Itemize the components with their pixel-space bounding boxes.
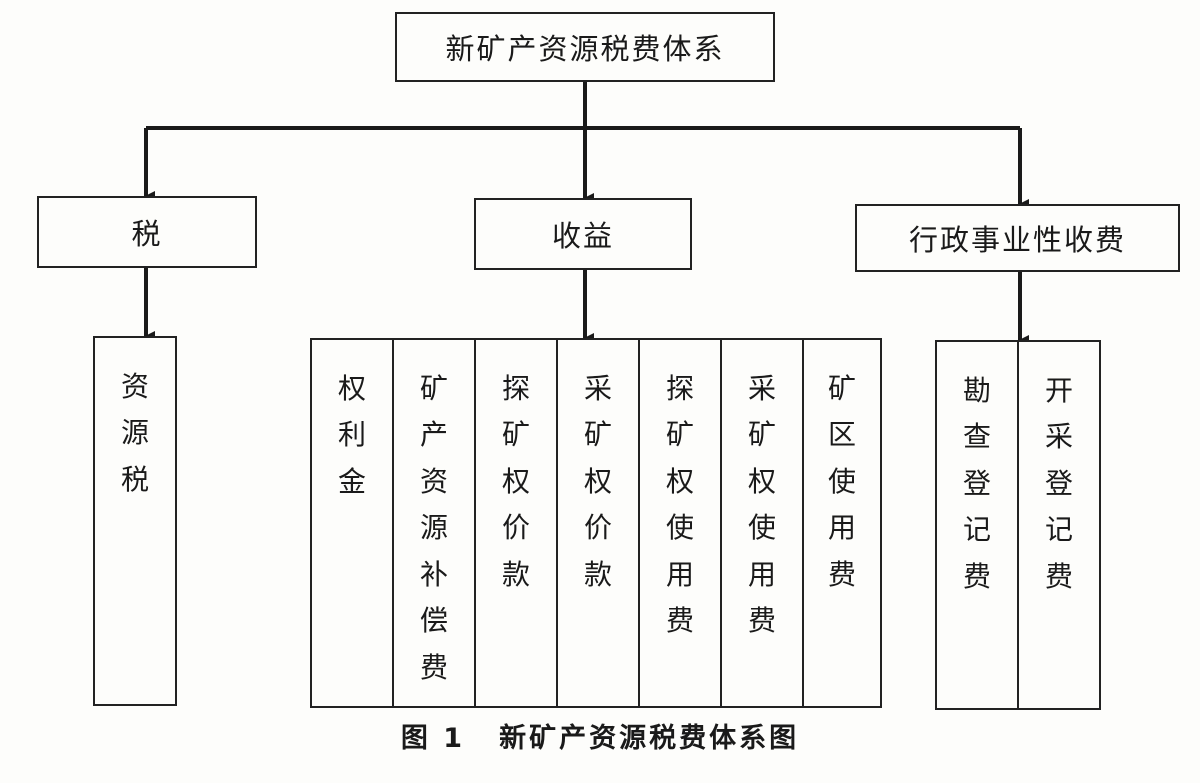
category-tax-label: 税 bbox=[131, 217, 163, 251]
leaf-revenue-item-5: 探矿权使用费 bbox=[638, 338, 722, 708]
leaf-revenue-item-3-label: 探矿权价款 bbox=[501, 372, 530, 591]
leaf-revenue-item-1-label: 权利金 bbox=[337, 372, 366, 498]
leaf-revenue-item-6-label: 采矿权使用费 bbox=[747, 372, 776, 638]
category-revenue: 收益 bbox=[474, 198, 692, 270]
leaf-revenue-item-2: 矿产资源补偿费 bbox=[392, 338, 476, 708]
category-admin-fees-label: 行政事业性收费 bbox=[908, 223, 1126, 257]
leaf-admin-fee-item-1: 勘查登记费 bbox=[935, 340, 1019, 710]
category-revenue-label: 收益 bbox=[551, 219, 614, 253]
leaf-admin-fee-item-2: 开采登记费 bbox=[1017, 340, 1101, 710]
leaf-revenue-item-2-label: 矿产资源补偿费 bbox=[419, 372, 448, 684]
leaf-admin-fee-item-2-label: 开采登记费 bbox=[1044, 374, 1073, 593]
figure-title: 新矿产资源税费体系图 bbox=[499, 723, 800, 754]
leaf-revenue-item-6: 采矿权使用费 bbox=[720, 338, 804, 708]
leaf-tax-item: 资源税 bbox=[93, 336, 177, 706]
leaf-admin-fee-item-1-label: 勘查登记费 bbox=[962, 374, 991, 593]
figure-caption: 图 1 新矿产资源税费体系图 bbox=[0, 716, 1200, 755]
leaf-revenue-item-7: 矿区使用费 bbox=[802, 338, 882, 708]
category-tax: 税 bbox=[37, 196, 257, 268]
category-admin-fees: 行政事业性收费 bbox=[855, 204, 1180, 272]
leaf-tax-item-label: 资源税 bbox=[120, 370, 149, 496]
leaf-revenue-item-4: 采矿权价款 bbox=[556, 338, 640, 708]
leaf-revenue-item-7-label: 矿区使用费 bbox=[827, 372, 856, 591]
root-node: 新矿产资源税费体系 bbox=[395, 12, 775, 82]
leaf-revenue-item-1: 权利金 bbox=[310, 338, 394, 708]
figure-number: 图 1 bbox=[400, 723, 466, 754]
leaf-revenue-item-5-label: 探矿权使用费 bbox=[665, 372, 694, 638]
root-node-label: 新矿产资源税费体系 bbox=[445, 32, 725, 66]
leaf-revenue-item-3: 探矿权价款 bbox=[474, 338, 558, 708]
leaf-revenue-item-4-label: 采矿权价款 bbox=[583, 372, 612, 591]
